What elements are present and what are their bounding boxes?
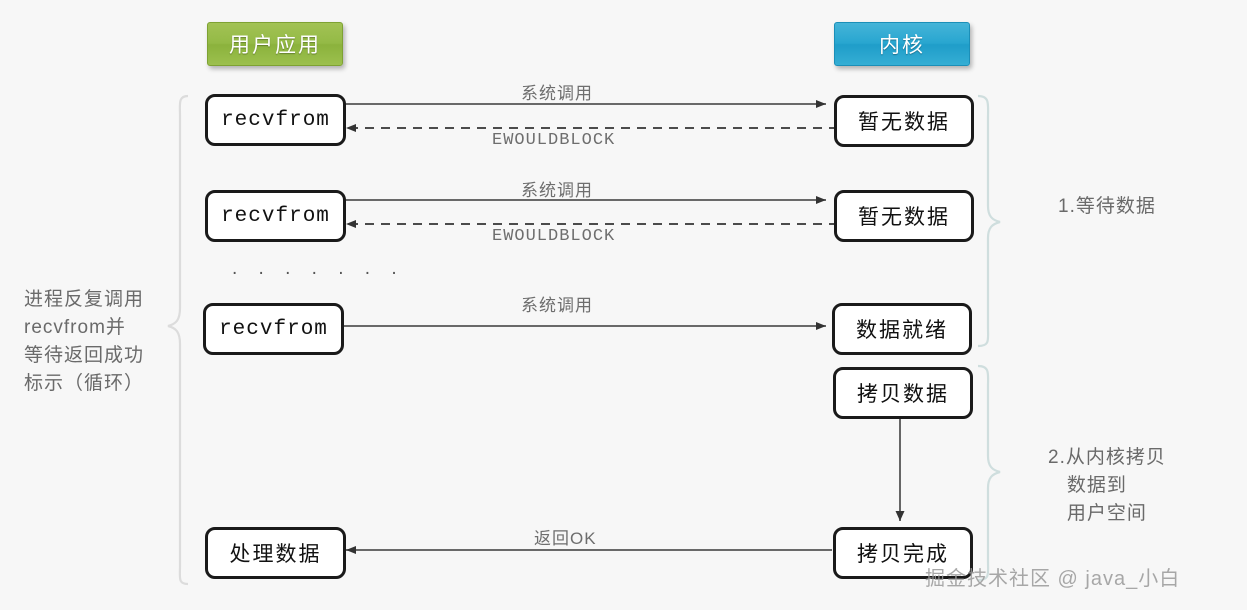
right-brace-copy	[977, 364, 1001, 582]
node-recvfrom-1[interactable]: recvfrom	[205, 94, 346, 146]
node-recvfrom-2-label: recvfrom	[221, 204, 330, 228]
node-no-data-1-label: 暂无数据	[858, 111, 950, 134]
label-return-ok: 返回OK	[534, 529, 597, 548]
node-recvfrom-2[interactable]: recvfrom	[205, 190, 346, 242]
kernel-pill: 内核	[834, 22, 970, 66]
node-no-data-1[interactable]: 暂无数据	[834, 95, 974, 147]
node-copy-done-label: 拷贝完成	[857, 543, 949, 566]
node-copy-data[interactable]: 拷贝数据	[833, 367, 973, 419]
node-data-ready-label: 数据就绪	[856, 319, 948, 342]
node-process-data-label: 处理数据	[229, 543, 322, 566]
label-syscall-3: 系统调用	[521, 296, 593, 315]
label-ewouldblock-1: EWOULDBLOCK	[492, 131, 616, 150]
watermark: 掘金技术社区 @ java_小白	[925, 568, 1181, 590]
node-recvfrom-3[interactable]: recvfrom	[203, 303, 344, 355]
annotation-wait-data: 1.等待数据	[1058, 196, 1156, 217]
node-copy-done[interactable]: 拷贝完成	[833, 527, 973, 579]
node-copy-data-label: 拷贝数据	[857, 383, 949, 406]
kernel-label: 内核	[879, 34, 925, 57]
user-application-label: 用户应用	[229, 34, 321, 57]
right-brace-wait	[977, 94, 1001, 348]
left-brace	[167, 94, 189, 586]
user-application-pill: 用户应用	[207, 22, 343, 66]
annotation-left-loop: 进程反复调用 recvfrom并 等待返回成功 标示（循环）	[24, 289, 145, 394]
node-recvfrom-1-label: recvfrom	[221, 108, 330, 132]
label-syscall-2: 系统调用	[521, 181, 593, 200]
label-syscall-1: 系统调用	[521, 84, 593, 103]
label-ewouldblock-2: EWOULDBLOCK	[492, 227, 616, 246]
node-process-data[interactable]: 处理数据	[205, 527, 346, 579]
node-no-data-2-label: 暂无数据	[858, 206, 950, 229]
node-recvfrom-3-label: recvfrom	[219, 317, 328, 341]
node-no-data-2[interactable]: 暂无数据	[834, 190, 974, 242]
node-data-ready[interactable]: 数据就绪	[832, 303, 972, 355]
annotation-copy-to-user: 2.从内核拷贝 数据到 用户空间	[1048, 447, 1166, 524]
repeat-ellipsis: . . . . . . .	[232, 258, 405, 279]
